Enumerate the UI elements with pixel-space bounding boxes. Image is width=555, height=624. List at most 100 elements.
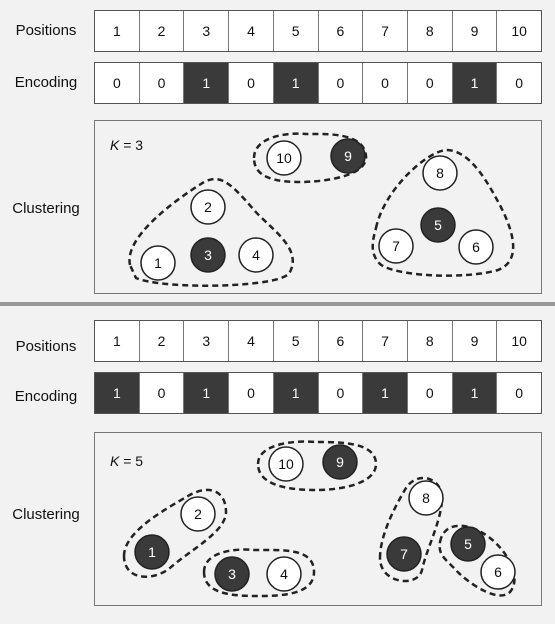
bottom-positions-label: Positions [15,338,77,355]
encoding-cell-8: 0 [408,63,453,103]
node-label: 1 [148,544,156,560]
node-circle [140,245,176,281]
node-3: 3 [190,237,226,273]
node-9: 9 [322,444,358,480]
encoding-cell-3: 1 [184,63,230,103]
node-4: 4 [266,556,302,592]
node-7: 7 [386,536,422,572]
node-circle [378,228,414,264]
top-k-number: = 3 [123,137,144,153]
encoding-cell-3: 1 [184,373,230,413]
node-4: 4 [238,237,274,273]
cluster-1-outline [122,488,228,578]
encoding-cell-5: 1 [273,63,319,103]
cluster-3-outline [371,148,515,277]
node-circle [420,207,456,243]
position-cell-6: 6 [319,11,364,51]
node-label: 3 [204,247,212,263]
node-label: 5 [464,536,472,552]
node-label: 9 [336,454,344,470]
encoding-cell-4: 0 [229,373,274,413]
position-cell-8: 8 [408,11,453,51]
node-6: 6 [458,229,494,265]
position-cell-2: 2 [140,11,185,51]
node-circle [238,237,274,273]
top-encoding-label: Encoding [14,74,78,91]
bottom-k-value: K = 5 [110,453,143,469]
node-circle [322,444,358,480]
position-cell-10: 10 [511,333,527,349]
node-8: 8 [408,480,444,516]
node-circle [134,534,170,570]
node-label: 7 [400,546,408,562]
cluster-3-outline [256,440,378,492]
node-label: 4 [252,247,260,263]
node-circle [180,496,216,532]
node-circle [386,536,422,572]
node-label: 5 [434,217,442,233]
node-label: 2 [204,199,212,215]
position-cell-3: 3 [184,11,230,51]
node-circle [266,140,302,176]
position-cell-1: 1 [95,11,140,51]
position-cell-1: 1 [95,321,140,361]
position-cell-4: 4 [229,321,274,361]
position-cell-5: 5 [274,321,319,361]
encoding-cell-6: 0 [319,63,364,103]
top-clustering-label: Clustering [12,200,80,217]
cluster-4-outline [378,476,444,583]
node-label: 8 [422,490,430,506]
position-cell-8: 8 [408,321,453,361]
node-label: 6 [472,239,480,255]
node-label: 4 [280,566,288,582]
cluster-2-outline [252,132,368,184]
top-positions-label: Positions [15,22,77,39]
node-5: 5 [450,526,486,562]
encoding-cell-8: 0 [408,373,453,413]
position-cell-2: 2 [140,321,185,361]
bottom-encoding-label: Encoding [14,388,78,405]
node-5: 5 [420,207,456,243]
node-circle [214,556,250,592]
encoding-cell-7: 0 [363,63,408,103]
node-2: 2 [190,189,226,225]
top-k-symbol: K [110,137,120,153]
position-cell-7: 7 [363,321,408,361]
node-circle [268,446,304,482]
encoding-cell-1: 0 [95,63,140,103]
position-cell-10: 10 [511,23,527,39]
node-circle [458,229,494,265]
node-circle [408,480,444,516]
node-8: 8 [422,155,458,191]
node-label: 9 [344,148,352,164]
encoding-cell-2: 0 [140,373,185,413]
node-label: 3 [228,566,236,582]
panel-divider [0,302,555,306]
node-circle [422,155,458,191]
node-6: 6 [480,554,516,590]
bottom-clustering-box [94,432,542,606]
node-3: 3 [214,556,250,592]
node-circle [330,138,366,174]
node-label: 8 [436,165,444,181]
node-label: 2 [194,506,202,522]
position-cell-9: 9 [453,11,498,51]
node-circle [190,189,226,225]
node-circle [190,237,226,273]
node-label: 7 [392,238,400,254]
node-label: 6 [494,564,502,580]
position-cell-3: 3 [184,321,230,361]
bottom-k-number: = 5 [123,453,144,469]
node-9: 9 [330,138,366,174]
node-1: 1 [134,534,170,570]
position-cell-7: 7 [363,11,408,51]
bottom-k-symbol: K [110,453,120,469]
cluster-5-outline [438,524,516,597]
encoding-cell-1: 1 [95,373,140,413]
node-2: 2 [180,496,216,532]
position-cell-6: 6 [319,321,364,361]
encoding-cell-9: 1 [452,63,498,103]
